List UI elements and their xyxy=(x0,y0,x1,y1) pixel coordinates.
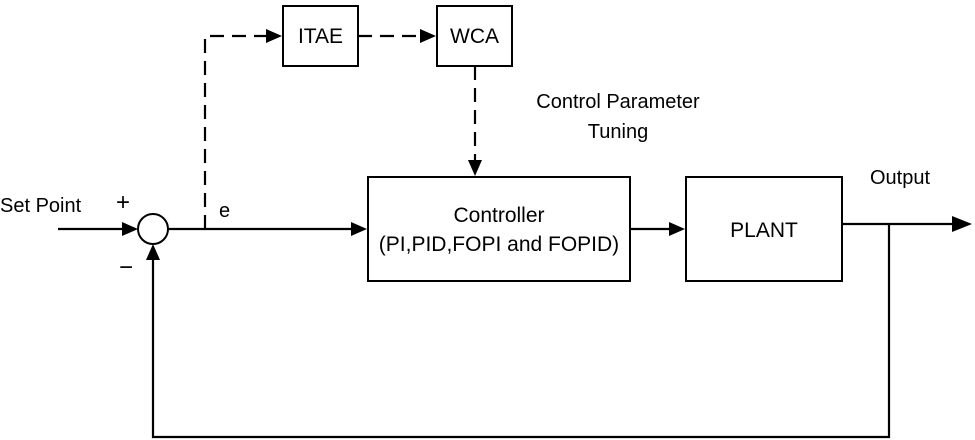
wca-label: WCA xyxy=(450,25,499,48)
set-point-arrowhead xyxy=(122,222,138,236)
feedback-line xyxy=(151,224,891,439)
control-signal-arrowhead xyxy=(669,222,685,236)
controller-label: Controller xyxy=(453,204,544,227)
wca-block xyxy=(436,5,513,67)
plant-label: PLANT xyxy=(730,219,798,242)
itae-block xyxy=(282,5,359,67)
error-arrowhead xyxy=(351,222,367,236)
output-arrowhead xyxy=(952,216,972,232)
tuning-label-line2: Tuning xyxy=(588,121,648,143)
summing-junction xyxy=(137,213,169,245)
itae-label: ITAE xyxy=(298,25,343,48)
tuning-arrowhead-to-itae xyxy=(266,29,282,43)
minus-sign: − xyxy=(119,254,133,281)
error-signal-label: e xyxy=(219,200,230,222)
tuning-label-line1: Control Parameter xyxy=(536,91,700,113)
controller-types-label: (PI,PID,FOPI and FOPID) xyxy=(379,233,619,256)
plant-block xyxy=(685,176,843,282)
set-point-label: Set Point xyxy=(0,195,82,217)
wca-arrowhead xyxy=(420,29,436,43)
output-label: Output xyxy=(870,167,930,189)
tuning-dashed-line-up xyxy=(203,34,268,229)
plus-sign: + xyxy=(116,189,130,216)
controller-tuning-arrowhead xyxy=(468,160,482,176)
controller-block xyxy=(367,176,631,282)
feedback-arrowhead xyxy=(146,244,160,260)
